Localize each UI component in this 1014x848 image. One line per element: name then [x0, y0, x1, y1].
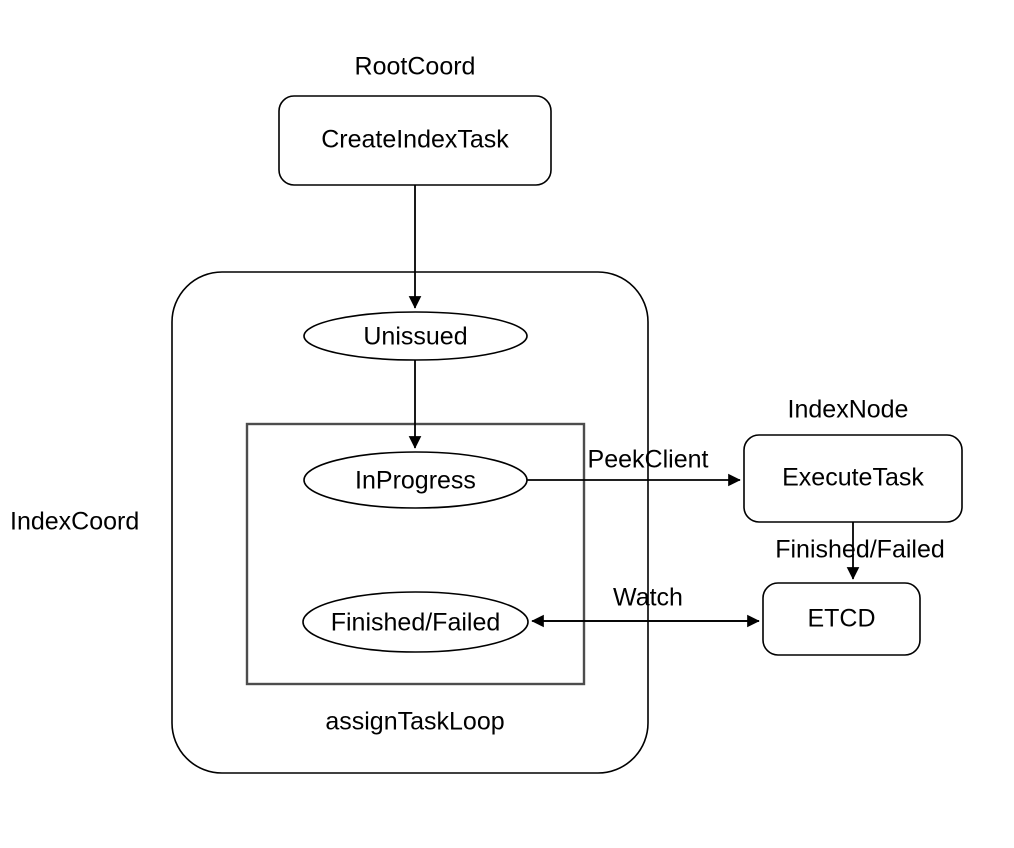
node-finished-failed-state[interactable] [302, 591, 529, 653]
node-finished-failed-state-label: Finished/Failed [331, 609, 501, 637]
node-unissued-label: Unissued [363, 323, 467, 351]
node-execute-task-label: ExecuteTask [782, 464, 924, 492]
edge-peek-client-label: PeekClient [588, 446, 709, 474]
node-in-progress-label: InProgress [355, 467, 476, 495]
edge-finished-failed-transition-label: Finished/Failed [775, 536, 945, 564]
node-etcd-label: ETCD [807, 605, 875, 633]
assign-task-loop-label: assignTaskLoop [325, 708, 504, 736]
index-coord-container [171, 271, 649, 774]
index-coord-label: IndexCoord [10, 508, 139, 536]
node-etcd[interactable] [762, 582, 921, 656]
index-node-label: IndexNode [788, 396, 909, 424]
node-create-index-task-label: CreateIndexTask [321, 126, 509, 154]
root-coord-label: RootCoord [355, 53, 476, 81]
edge-watch-label: Watch [613, 584, 683, 612]
